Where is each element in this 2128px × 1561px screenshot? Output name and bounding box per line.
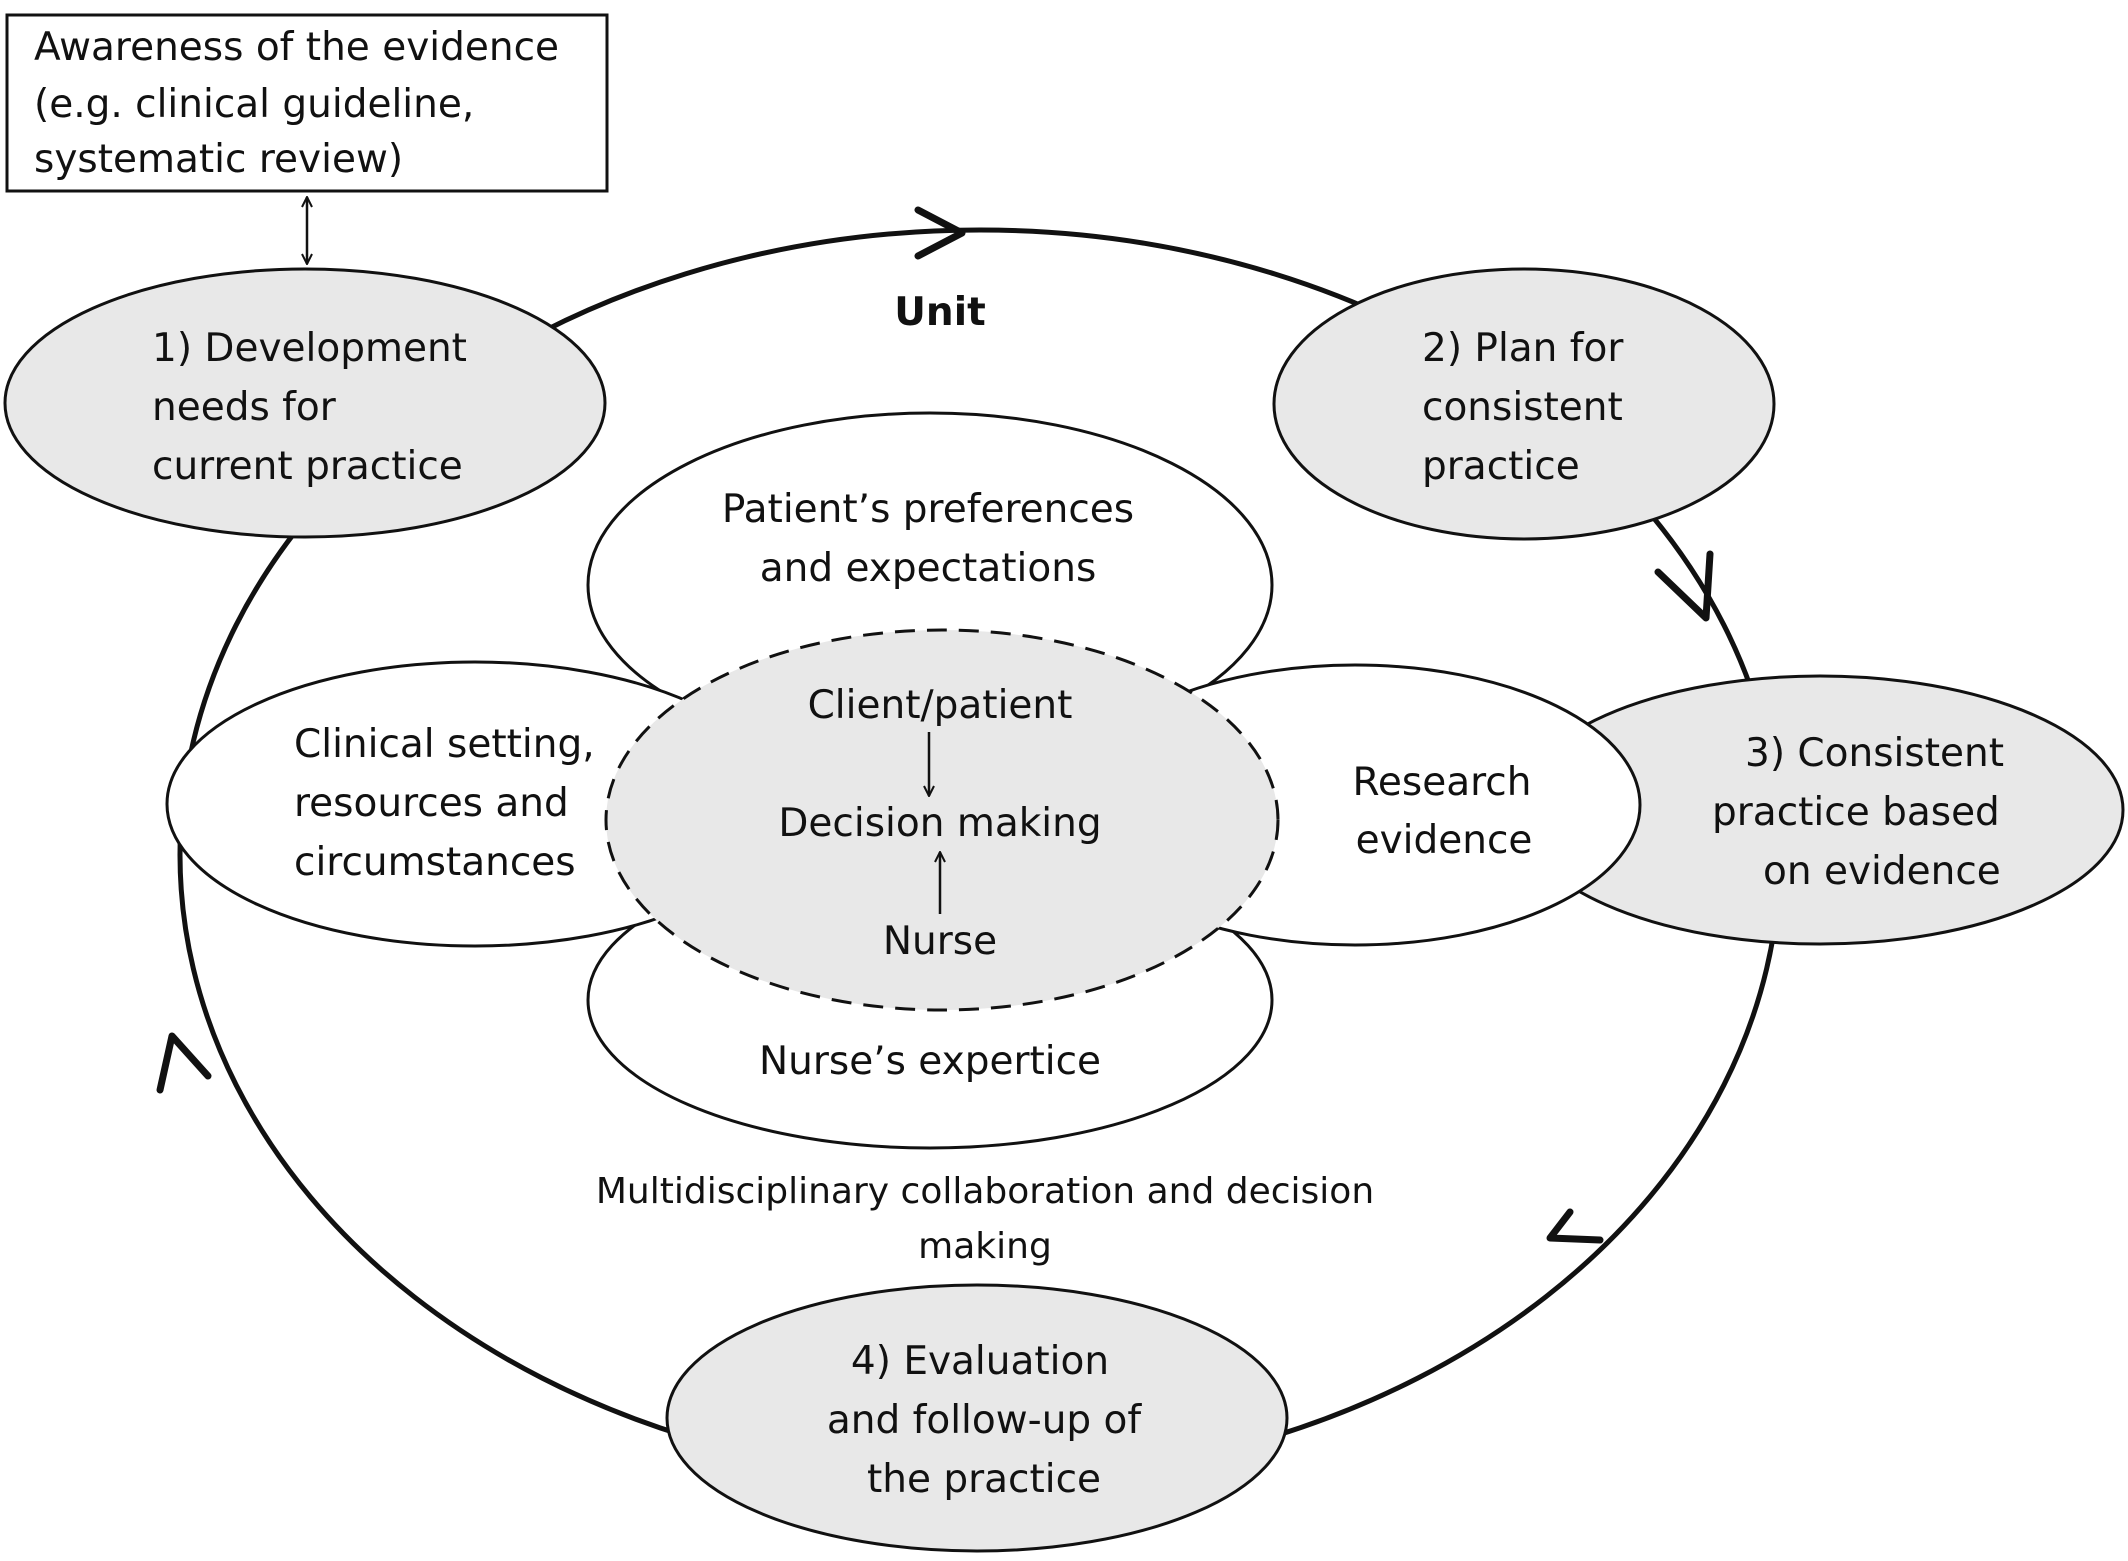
- evidence-box-line-3: systematic review): [34, 137, 403, 182]
- step-2-line-2: consistent: [1422, 385, 1623, 430]
- evidence-box-line-1: Awareness of the evidence: [34, 25, 559, 70]
- step-3-line-3: on evidence: [1763, 849, 2001, 894]
- center-decision-making: Client/patient Decision making Nurse: [604, 628, 1280, 1012]
- center-nurse-label: Nurse: [883, 919, 997, 964]
- clinical-line-1: Clinical setting,: [294, 722, 595, 767]
- unit-label: Unit: [894, 290, 985, 335]
- center-client-label: Client/patient: [808, 683, 1073, 728]
- evidence-box-line-2: (e.g. clinical guideline,: [34, 82, 474, 127]
- step-3-line-1: 3) Consistent: [1745, 731, 2004, 776]
- step-4-evaluation: 4) Evaluation and follow-up of the pract…: [665, 1283, 1289, 1553]
- step-1-development-needs: 1) Development needs for current practic…: [3, 267, 607, 539]
- research-line-1: Research: [1353, 760, 1532, 805]
- step-3-consistent-practice: 3) Consistent practice based on evidence: [1515, 674, 2125, 946]
- cycle-arrow-top-icon: [914, 206, 966, 260]
- step-2-plan: 2) Plan for consistent practice: [1272, 267, 1776, 541]
- step-4-line-3: the practice: [867, 1457, 1101, 1502]
- cycle-arrow-right-upper-icon: [1654, 550, 1714, 622]
- step-4-line-2: and follow-up of: [827, 1398, 1143, 1443]
- step-1-line-1: 1) Development: [152, 326, 467, 371]
- step-4-line-1: 4) Evaluation: [851, 1339, 1109, 1384]
- collaboration-line-2: making: [918, 1226, 1052, 1267]
- evidence-box: Awareness of the evidence (e.g. clinical…: [5, 13, 609, 193]
- collaboration-line-1: Multidisciplinary collaboration and deci…: [596, 1171, 1374, 1212]
- research-line-2: evidence: [1356, 818, 1533, 863]
- clinical-line-3: circumstances: [294, 840, 576, 885]
- step-2-line-3: practice: [1422, 444, 1580, 489]
- clinical-line-2: resources and: [294, 781, 569, 826]
- center-decision-label: Decision making: [778, 801, 1101, 846]
- cycle-arrow-right-lower-icon: [1546, 1208, 1604, 1244]
- step-2-line-1: 2) Plan for: [1422, 326, 1624, 371]
- nurse-expertise-line-1: Nurse’s expertice: [759, 1039, 1101, 1084]
- step-1-line-3: current practice: [152, 444, 463, 489]
- step-3-line-2: practice based: [1712, 790, 2000, 835]
- step-1-line-2: needs for: [152, 385, 337, 430]
- cycle-arrow-left-icon: [156, 1032, 212, 1094]
- patient-line-1: Patient’s preferences: [722, 487, 1134, 532]
- patient-line-2: and expectations: [760, 546, 1097, 591]
